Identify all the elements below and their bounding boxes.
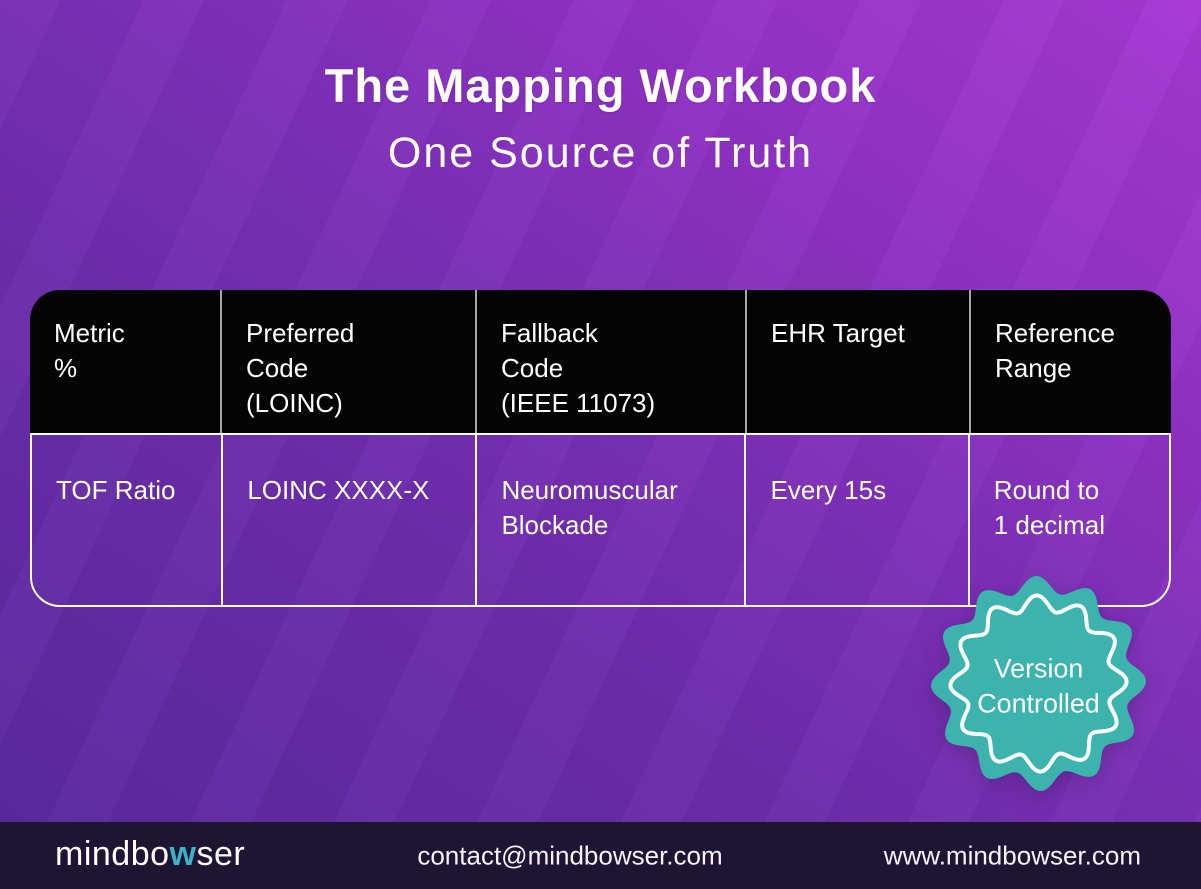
- badge-text-line1: Version: [994, 654, 1084, 684]
- header-cell-fallback-code: Fallback Code (IEEE 11073): [475, 290, 745, 433]
- logo-part3: ser: [196, 834, 246, 873]
- cell-ehr-target: Every 15s: [744, 435, 967, 605]
- logo-part1: mindbo: [55, 834, 170, 873]
- table-header-row: Metric % Preferred Code (LOINC) Fallback…: [30, 290, 1171, 433]
- page-subtitle: One Source of Truth: [387, 129, 814, 177]
- website-url: www.mindbowser.com: [883, 840, 1141, 870]
- header-cell-ehr-target: EHR Target: [745, 290, 969, 433]
- mapping-table: Metric % Preferred Code (LOINC) Fallback…: [30, 290, 1171, 607]
- title-block: The Mapping Workbook One Source of Truth: [0, 58, 1201, 178]
- cell-reference-range: Round to 1 decimal: [967, 435, 1169, 605]
- badge-seal-outer: [931, 576, 1146, 791]
- cell-preferred-code: LOINC XXXX-X: [221, 435, 475, 605]
- version-controlled-badge: Version Controlled: [929, 574, 1148, 793]
- cell-metric: TOF Ratio: [56, 475, 176, 505]
- header-cell-preferred-code: Preferred Code (LOINC): [220, 290, 475, 433]
- badge-text-line2: Controlled: [977, 688, 1099, 718]
- contact-email: contact@mindbowser.com: [417, 840, 723, 870]
- header-cell-reference-range: Reference Range: [969, 290, 1171, 433]
- badge-seal-icon: Version Controlled: [931, 576, 1146, 791]
- table-data-row: TOF Ratio LOINC XXXX-X Neuromuscular Blo…: [30, 433, 1171, 607]
- logo-part2: w: [169, 834, 197, 873]
- header-cell-metric: Metric %: [54, 318, 125, 383]
- footer-bar: mindbowser contact@mindbowser.com www.mi…: [0, 822, 1201, 889]
- mindbowser-logo: mindbowser: [55, 834, 245, 873]
- page-title: The Mapping Workbook: [324, 59, 877, 112]
- cell-fallback-code: Neuromuscular Blockade: [475, 435, 744, 605]
- badge-seal-ring: [948, 593, 1129, 774]
